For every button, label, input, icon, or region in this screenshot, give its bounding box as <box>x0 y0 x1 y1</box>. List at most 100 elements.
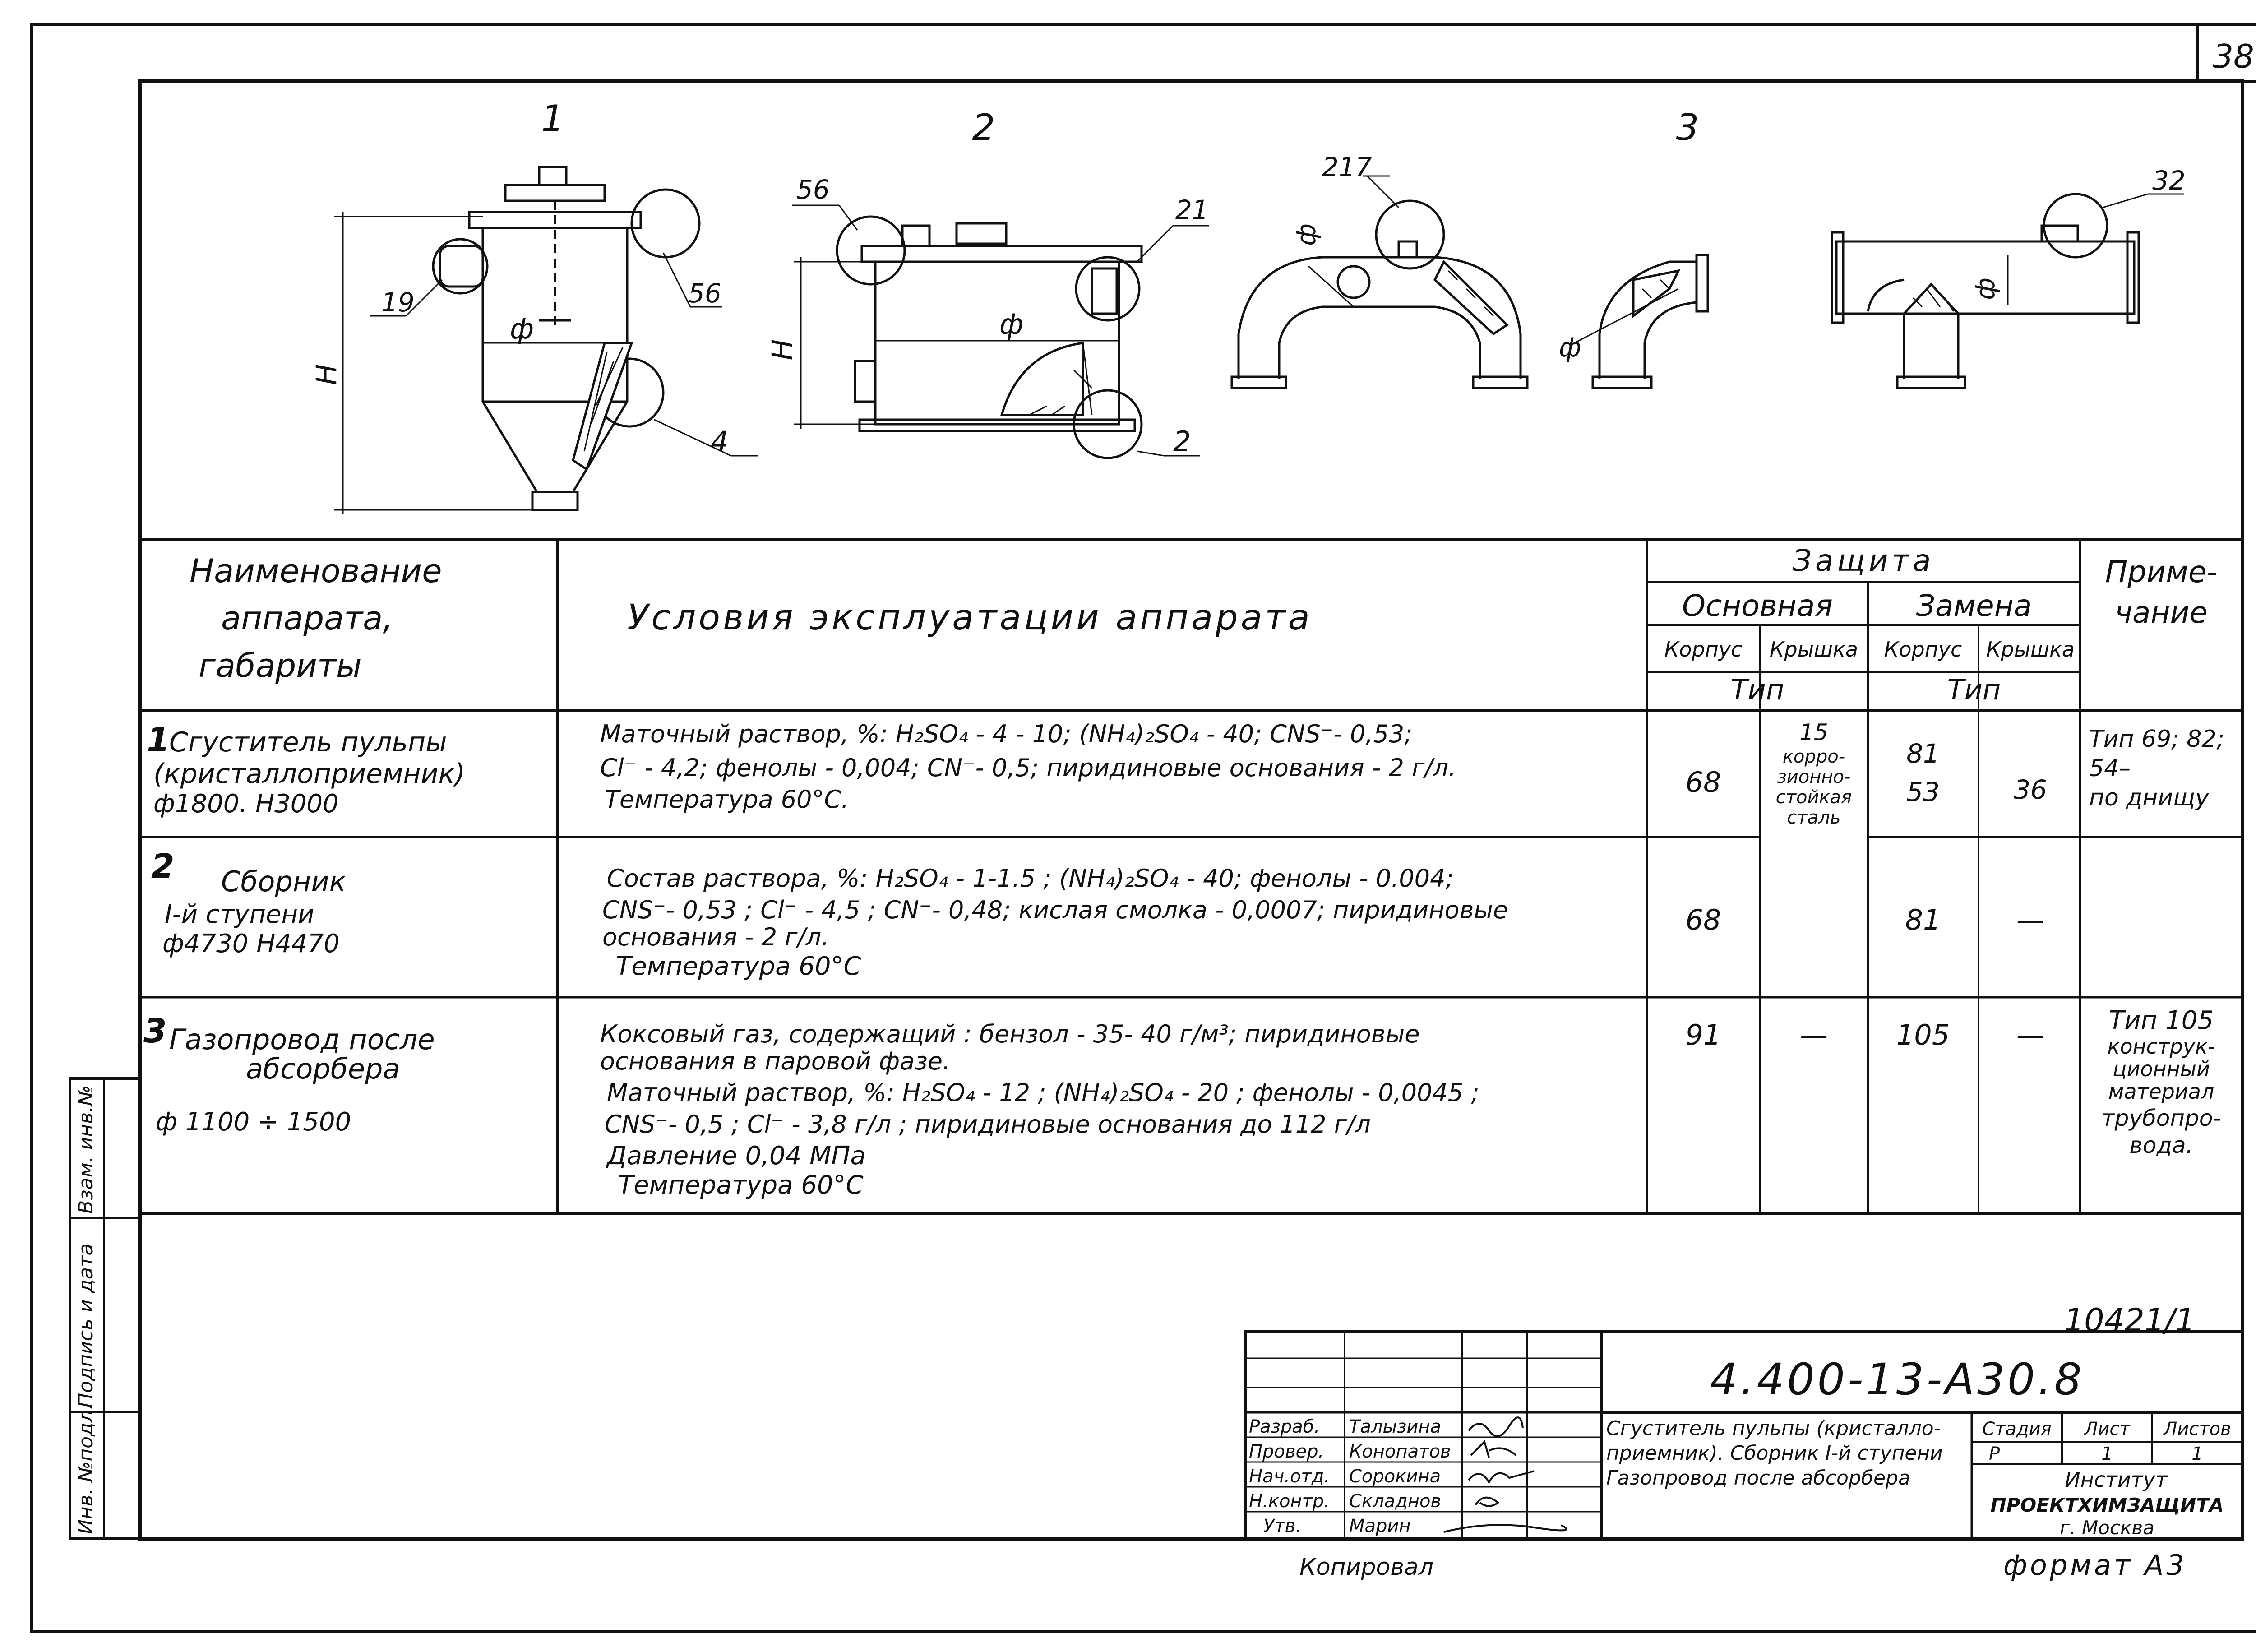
row1-repl-lid: 36 <box>2014 774 2047 805</box>
callout-4: 4 <box>711 425 728 458</box>
figure-gas-duct-elbow <box>1570 254 1709 389</box>
role-3: Нач.отд. <box>1249 1466 1330 1487</box>
row3-cond-1: Коксовый газ, содержащий : бензол - 35- … <box>600 1020 1420 1048</box>
row2-main-body: 68 <box>1686 903 1721 936</box>
org-line-1: Институт <box>2065 1467 2168 1492</box>
person-1: Талызина <box>1349 1416 1441 1437</box>
row1-main-lid-4: стойкая <box>1776 787 1852 808</box>
row3-cond-6: Температура 60°С <box>618 1171 864 1200</box>
row3-name-3: ф 1100 ÷ 1500 <box>156 1107 351 1137</box>
row1-main-lid-5: сталь <box>1787 807 1841 828</box>
header-note-1: Приме- <box>2105 555 2218 589</box>
sheet-label: Лист <box>2083 1419 2131 1439</box>
stage-label: Стадия <box>1982 1419 2051 1439</box>
row1-note-3: по днищу <box>2089 784 2210 811</box>
header-main: Основная <box>1682 588 1833 623</box>
stage-value: Р <box>1989 1444 2000 1464</box>
header-name-2: аппарата, <box>221 599 393 637</box>
dim-phi-1: ф <box>510 312 534 345</box>
row3-num: 3 <box>143 1012 167 1050</box>
table-row: 2 Сборник I-й ступени ф4730 Н4470 Состав… <box>151 847 2044 981</box>
row1-num: 1 <box>147 721 170 759</box>
callout-217: 217 <box>1322 152 1372 182</box>
header-name-3: габариты <box>199 647 362 685</box>
fig-number-1: 1 <box>541 97 564 139</box>
role-4: Н.контр. <box>1249 1491 1330 1512</box>
row3-note-4: материал <box>2108 1079 2214 1104</box>
row1-main-lid-3: зионно- <box>1777 767 1851 787</box>
doc-code: 4.400-13-А30.8 <box>1710 1354 2085 1405</box>
signatures <box>1443 1416 1567 1533</box>
row3-cond-4: CNS⁻- 0,5 ; Cl⁻ - 3,8 г/л ; пиридиновые … <box>605 1110 1371 1138</box>
row3-note-1: Тип 105 <box>2109 1006 2214 1035</box>
sheet-value: 1 <box>2101 1444 2113 1464</box>
row3-note-3: ционный <box>2113 1057 2210 1081</box>
replace-inv-label: Взам. инв.№ <box>74 1085 97 1214</box>
fig-number-3: 3 <box>1676 106 1699 148</box>
row3-note-6: вода. <box>2129 1132 2193 1158</box>
data-table <box>140 539 2242 1215</box>
dim-phi-2: ф <box>999 308 1023 341</box>
row3-main-body: 91 <box>1686 1018 1721 1051</box>
side-stamp: Инв. №подл. Подпись и дата Взам. инв.№ <box>69 1077 141 1540</box>
callout-21: 21 <box>1175 194 1209 225</box>
role-1: Разраб. <box>1249 1416 1320 1437</box>
dim-h-1: H <box>310 364 343 385</box>
title-block <box>1244 1330 2244 1540</box>
row1-cond-3: Температура 60°С. <box>605 785 849 814</box>
row2-name-3: ф4730 Н4470 <box>162 929 340 958</box>
row3-name-2: абсорбера <box>246 1052 400 1085</box>
page-number: 38 <box>2213 37 2254 75</box>
inv-no-label: Инв. №подл. <box>74 1403 97 1534</box>
row1-name-1: Сгуститель пульпы <box>169 727 447 758</box>
dim-phi-3c: ф <box>1970 278 2001 300</box>
org-line-3: г. Москва <box>2060 1517 2154 1539</box>
row2-cond-4: Температура 60°С <box>616 952 861 981</box>
row1-repl-body-2: 53 <box>1906 777 1940 807</box>
row1-note-1: Тип 69; 82; <box>2089 726 2224 753</box>
header-name-1: Наименование <box>190 552 442 590</box>
sign-date-label: Подпись и дата <box>74 1244 97 1408</box>
copied-label: Копировал <box>1299 1554 1433 1581</box>
role-2: Провер. <box>1249 1441 1324 1462</box>
inner-frame <box>138 79 2244 1541</box>
callout-56a: 56 <box>688 278 721 309</box>
outer-frame <box>30 23 2256 1633</box>
header-repl-type: Тип <box>1947 673 2001 706</box>
row2-cond-1: Состав раствора, %: H₂SO₄ - 1-1.5 ; (NH₄… <box>607 864 1454 893</box>
header-main-lid: Крышка <box>1770 637 1858 662</box>
format-label: формат А3 <box>2003 1549 2187 1582</box>
doc-title-1: Сгуститель пульпы (кристалло- <box>1606 1417 1941 1440</box>
row2-name-2: I-й ступени <box>165 900 314 929</box>
row3-repl-body: 105 <box>1896 1018 1950 1051</box>
doc-title-3: Газопровод после абсорбера <box>1606 1467 1910 1490</box>
row3-note-5: трубопро- <box>2102 1105 2221 1131</box>
row3-name-1: Газопровод после <box>169 1023 435 1056</box>
header-repl-body: Корпус <box>1884 637 1962 662</box>
role-5: Утв. <box>1263 1516 1301 1536</box>
person-5: Марин <box>1349 1516 1411 1536</box>
org-line-2: ПРОЕКТХИМЗАЩИТА <box>1991 1494 2224 1516</box>
row1-name-2: (кристаллоприемник) <box>153 758 465 790</box>
row3-repl-lid: — <box>2016 1018 2044 1051</box>
row3-cond-3: Маточный раствор, %: H₂SO₄ - 12 ; (NH₄)₂… <box>607 1078 1479 1107</box>
callout-56b: 56 <box>796 174 830 205</box>
row1-main-lid-1: 15 <box>1799 719 1828 745</box>
table-row: 1 Сгуститель пульпы (кристаллоприемник) … <box>147 719 2224 828</box>
person-3: Сорокина <box>1349 1466 1441 1487</box>
sheets-label: Листов <box>2163 1419 2231 1439</box>
row2-repl-body: 81 <box>1905 903 1941 936</box>
row2-num: 2 <box>151 847 175 886</box>
callout-19: 19 <box>381 287 415 318</box>
sheets-value: 1 <box>2191 1444 2203 1464</box>
row1-main-lid-2: корро- <box>1783 746 1845 767</box>
dim-h-2: H <box>766 339 799 361</box>
row2-name-1: Сборник <box>221 865 347 898</box>
figure-thickener <box>334 166 758 514</box>
archive-number: 10421/1 <box>2064 1302 2196 1339</box>
header-conditions: Условия эксплуатации аппарата <box>627 597 1313 638</box>
row3-main-lid: — <box>1800 1018 1828 1051</box>
figure-gas-duct-tee <box>1831 193 2184 389</box>
row2-repl-lid: — <box>2016 903 2044 936</box>
